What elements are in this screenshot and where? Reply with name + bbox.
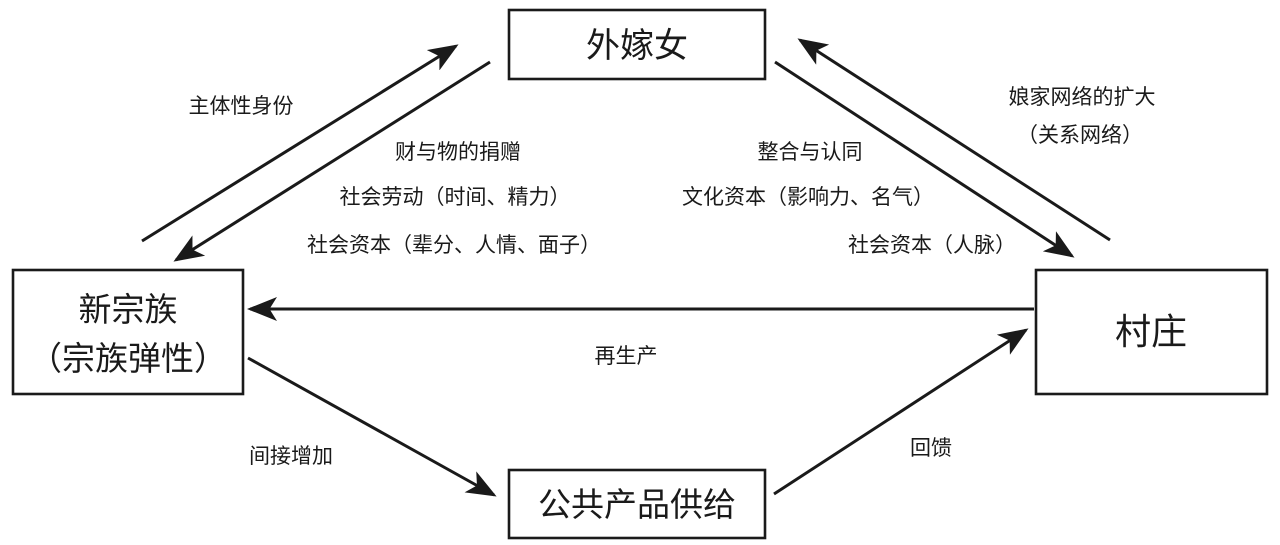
node-xinzongzu-box xyxy=(11,268,245,396)
node-xinzongzu-label-line1: 新宗族 xyxy=(79,290,178,329)
arrow-gonggong-to-cunzhuang xyxy=(773,328,1029,496)
node-gonggong-label: 公共产品供给 xyxy=(538,485,736,524)
label-zaishengchan: 再生产 xyxy=(595,344,658,368)
label-guanxi-wangluo: （关系网络） xyxy=(1017,123,1143,147)
label-wenhua-ziben: 文化资本（影响力、名气） xyxy=(682,185,934,209)
node-waijianv-label: 外嫁女 xyxy=(586,26,688,66)
node-cunzhuang: 村庄 xyxy=(1034,268,1269,396)
arrow-waijianv-to-zongzu xyxy=(173,60,491,262)
arrow-waijianv-to-cunzhuang xyxy=(774,60,1075,258)
label-jianjie-zengjia: 间接增加 xyxy=(249,444,333,468)
node-waijianv-box xyxy=(507,8,767,81)
node-gonggong: 公共产品供给 xyxy=(507,468,767,540)
arrow-cunzhuang-to-waijianv xyxy=(797,38,1111,242)
label-niangjia-wangluo: 娘家网络的扩大 xyxy=(1009,85,1156,109)
node-xinzongzu-label-line2: （宗族弹性） xyxy=(29,339,227,378)
label-zhenghe-rentong: 整合与认同 xyxy=(758,140,863,164)
node-waijianv: 外嫁女 xyxy=(507,8,767,81)
label-huikui: 回馈 xyxy=(910,436,952,460)
node-cunzhuang-label: 村庄 xyxy=(1115,312,1187,353)
label-juanzeng: 财与物的捐赠 xyxy=(395,140,521,164)
node-gonggong-box xyxy=(507,468,767,540)
arrow-zongzu-to-gonggong xyxy=(247,356,497,497)
node-xinzongzu: 新宗族 （宗族弹性） xyxy=(11,268,245,396)
label-zhutixing-shenfen: 主体性身份 xyxy=(189,94,294,118)
label-shehui-laodong: 社会劳动（时间、精力） xyxy=(340,185,571,209)
label-shehui-ziben-beifen: 社会资本（辈分、人情、面子） xyxy=(307,233,601,257)
arrow-zongzu-to-waijianv xyxy=(141,44,459,243)
node-cunzhuang-box xyxy=(1034,268,1269,396)
label-shehui-ziben-renmai: 社会资本（人脉） xyxy=(848,233,1016,257)
